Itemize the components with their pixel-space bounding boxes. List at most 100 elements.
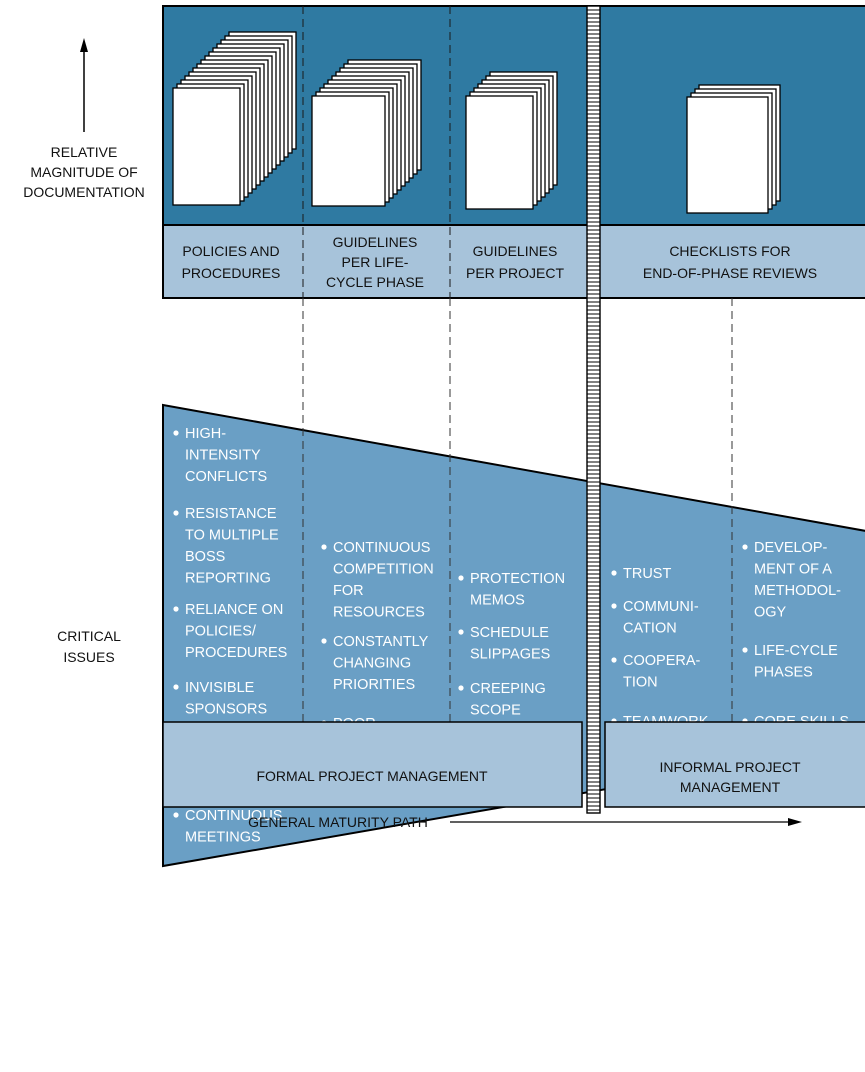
issue-text: OGY bbox=[754, 605, 787, 621]
issue-item: COOPERA- TION bbox=[611, 653, 701, 691]
issue-text: FOR bbox=[333, 583, 364, 599]
issue-text: PROTECTION bbox=[470, 571, 565, 587]
issue-text: INTENSITY bbox=[185, 448, 261, 464]
issue-text: PHASES bbox=[754, 665, 813, 681]
bullet-icon bbox=[458, 629, 464, 635]
bullet-icon bbox=[458, 575, 464, 581]
bullet-icon bbox=[611, 570, 617, 576]
issue-item: PROTECTION MEMOS bbox=[458, 571, 565, 609]
informal-pm-box bbox=[604, 721, 865, 808]
issue-text: METHODOL- bbox=[754, 583, 841, 599]
issue-text: CREEPING bbox=[470, 681, 546, 697]
header-lifecycle-1: GUIDELINES bbox=[333, 234, 418, 250]
issue-item: TRUST bbox=[611, 566, 671, 582]
issue-text: POLICIES/ bbox=[185, 624, 257, 640]
issue-text: RELIANCE ON bbox=[185, 602, 283, 618]
magnitude-arrow-head bbox=[80, 38, 88, 52]
issue-item: COMMUNI- CATION bbox=[611, 599, 699, 637]
bullet-icon bbox=[742, 647, 748, 653]
header-lifecycle-3: CYCLE PHASE bbox=[326, 274, 424, 290]
issue-text: CONTINUOUS bbox=[333, 540, 430, 556]
issue-text: RESISTANCE bbox=[185, 506, 277, 522]
maturity-path-arrow-head bbox=[788, 818, 802, 826]
issue-text: TO MULTIPLE bbox=[185, 528, 279, 544]
issue-text: TION bbox=[623, 675, 658, 691]
issue-text: INVISIBLE bbox=[185, 680, 255, 696]
issue-text: COMPETITION bbox=[333, 562, 434, 578]
issue-item: DEVELOP- MENT OF A METHODOL- OGY bbox=[742, 540, 841, 621]
bullet-icon bbox=[742, 544, 748, 550]
issue-text: LIFE-CYCLE bbox=[754, 643, 838, 659]
header-project-2: PER PROJECT bbox=[466, 265, 564, 281]
issue-text: HIGH- bbox=[185, 426, 226, 442]
issue-text: CATION bbox=[623, 621, 677, 637]
header-checklists-1: CHECKLISTS FOR bbox=[669, 243, 790, 259]
issue-text: SCOPE bbox=[470, 703, 521, 719]
bullet-icon bbox=[611, 657, 617, 663]
formal-pm-box bbox=[162, 721, 583, 808]
checklists-stack-icon bbox=[686, 84, 781, 214]
magnitude-label-1: RELATIVE bbox=[51, 144, 118, 160]
bullet-icon bbox=[321, 544, 327, 550]
issue-text: MENT OF A bbox=[754, 562, 832, 578]
bullet-icon bbox=[321, 638, 327, 644]
issue-text: PRIORITIES bbox=[333, 677, 415, 693]
issue-item: INVISIBLE SPONSORS bbox=[173, 680, 267, 718]
critical-issues-label-2: ISSUES bbox=[63, 649, 114, 665]
issue-item: CREEPING SCOPE bbox=[458, 681, 546, 719]
document-stacks bbox=[172, 31, 781, 214]
issue-item: RELIANCE ON POLICIES/PROCEDURES bbox=[173, 602, 287, 661]
issue-text: PROCEDURES bbox=[185, 645, 287, 661]
bullet-icon bbox=[611, 603, 617, 609]
issue-text: BOSS bbox=[185, 549, 225, 565]
issue-item: SCHEDULE SLIPPAGES bbox=[458, 625, 550, 663]
informal-pm-label-1: INFORMAL PROJECT bbox=[659, 759, 800, 775]
issue-text: DEVELOP- bbox=[754, 540, 827, 556]
issue-text: SCHEDULE bbox=[470, 625, 549, 641]
bullet-icon bbox=[173, 606, 179, 612]
magnitude-label-2: MAGNITUDE OF bbox=[30, 164, 137, 180]
issue-text: CHANGING bbox=[333, 656, 411, 672]
header-policies-1: POLICIES AND bbox=[182, 243, 279, 259]
issue-item: RESISTANCE TO MULTIPLE BOSS REPORTING bbox=[173, 506, 279, 587]
document-page bbox=[311, 95, 386, 207]
formal-pm-label: FORMAL PROJECT MANAGEMENT bbox=[256, 768, 487, 784]
issue-text: MEMOS bbox=[470, 593, 525, 609]
issue-item: CONTINUOUS COMPETITION FOR RESOURCES bbox=[321, 540, 434, 621]
document-page bbox=[465, 95, 534, 210]
issue-text: CONTINUOUS bbox=[185, 808, 282, 824]
issue-text: COMMUNI- bbox=[623, 599, 699, 615]
header-project-1: GUIDELINES bbox=[473, 243, 558, 259]
bullet-icon bbox=[173, 510, 179, 516]
issue-text: SLIPPAGES bbox=[470, 647, 550, 663]
issue-text: SPONSORS bbox=[185, 702, 267, 718]
issue-text: REPORTING bbox=[185, 571, 271, 587]
issue-text: CONFLICTS bbox=[185, 469, 267, 485]
issue-text: RESOURCES bbox=[333, 605, 425, 621]
guidelines-project-stack-icon bbox=[465, 71, 558, 210]
issue-text: COOPERA- bbox=[623, 653, 701, 669]
bullet-icon bbox=[173, 684, 179, 690]
maturity-ladder bbox=[586, 5, 601, 814]
guidelines-life-cycle-stack-icon bbox=[311, 59, 422, 207]
maturity-path-label: GENERAL MATURITY PATH bbox=[248, 814, 428, 830]
header-checklists-2: END-OF-PHASE REVIEWS bbox=[643, 265, 817, 281]
issue-item: LIFE-CYCLE PHASES bbox=[742, 643, 838, 681]
document-page bbox=[686, 96, 769, 214]
header-policies-2: PROCEDURES bbox=[182, 265, 281, 281]
magnitude-label-3: DOCUMENTATION bbox=[23, 184, 145, 200]
issue-text: MEETINGS bbox=[185, 830, 261, 846]
bullet-icon bbox=[458, 685, 464, 691]
bullet-icon bbox=[173, 812, 179, 818]
header-band bbox=[162, 224, 865, 299]
critical-issues-label-1: CRITICAL bbox=[57, 628, 121, 644]
policies-procedures-stack-icon bbox=[172, 31, 297, 206]
informal-pm-label-2: MANAGEMENT bbox=[680, 779, 781, 795]
issue-item: CONTINUOUS MEETINGS bbox=[173, 808, 282, 846]
bullet-icon bbox=[173, 430, 179, 436]
header-lifecycle-2: PER LIFE- bbox=[342, 254, 409, 270]
document-page bbox=[172, 87, 241, 206]
issue-text: TRUST bbox=[623, 566, 671, 582]
